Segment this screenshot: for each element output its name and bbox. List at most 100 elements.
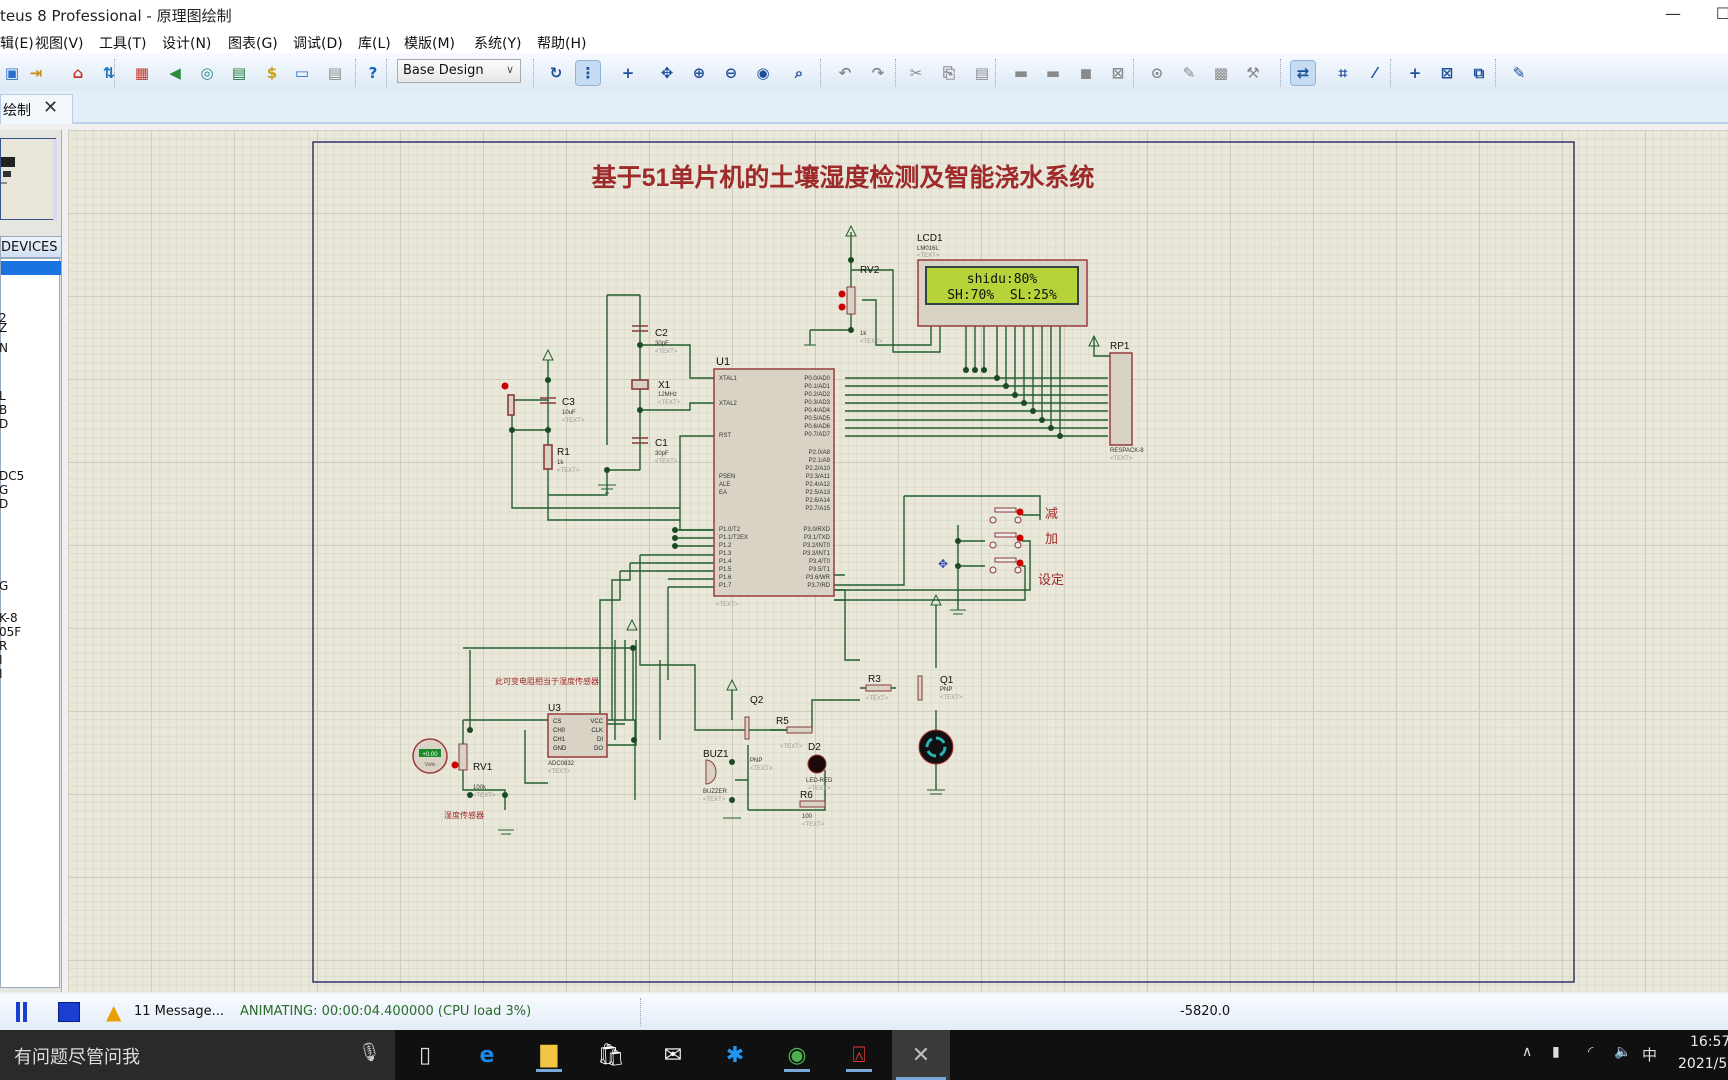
tray-chevron-icon[interactable]: ∧ (1522, 1044, 1533, 1060)
q1-transistor (917, 675, 923, 701)
pinned-app-icon[interactable]: ✱ (725, 1042, 745, 1068)
device-list-item[interactable]: Z (0, 321, 8, 335)
buz1-text-tag: <TEXT> (703, 797, 726, 803)
bom-icon[interactable]: $ (266, 64, 278, 82)
device-list-item[interactable]: L (0, 389, 6, 403)
microphone-icon[interactable]: 🎙 (358, 1042, 381, 1063)
device-list-item[interactable]: D (0, 417, 9, 431)
device-list-item[interactable]: 2 (0, 311, 7, 325)
sheet-border (312, 141, 1575, 983)
clock-date[interactable]: 2021/5 (1678, 1056, 1728, 1072)
menu-tools[interactable]: 工具(T) (99, 36, 147, 52)
cut-icon[interactable]: ✂ (909, 64, 923, 82)
power-terminals (542, 224, 1100, 691)
block-copy-icon[interactable]: ▬ (1013, 64, 1029, 82)
zoom-all-icon[interactable]: ◉ (756, 64, 770, 82)
device-list-item[interactable]: G (0, 579, 9, 593)
edge-browser-icon[interactable]: e (479, 1042, 495, 1068)
device-list-item[interactable]: 05F (0, 625, 22, 639)
package-icon[interactable]: ▩ (1213, 64, 1229, 82)
new-sheet-icon[interactable]: + (1408, 64, 1422, 82)
minimize-button[interactable]: — (1665, 4, 1681, 23)
clock-time[interactable]: 16:57 (1690, 1034, 1728, 1050)
block-delete-icon[interactable]: ⊠ (1111, 64, 1125, 82)
menu-system[interactable]: 系统(Y) (474, 36, 522, 52)
mail-icon[interactable]: ✉ (663, 1042, 683, 1068)
r1-text-tag: <TEXT> (557, 468, 580, 474)
save-icon[interactable]: ▣ (4, 64, 20, 82)
help-icon[interactable]: ? (368, 64, 378, 82)
document-icon[interactable]: ▤ (327, 64, 343, 82)
file-explorer-icon[interactable]: ▇ (532, 1038, 566, 1072)
store-icon[interactable]: 🛍 (597, 1042, 625, 1068)
pick-device-icon[interactable]: ⊙ (1150, 64, 1164, 82)
block-move-icon[interactable]: ▬ (1045, 64, 1061, 82)
proteus-taskbar-icon[interactable]: ✕ (892, 1030, 950, 1080)
menu-edit[interactable]: 辑(E) (0, 36, 34, 52)
chip-icon[interactable]: ▦ (134, 64, 150, 82)
home-icon[interactable]: ⌂ (72, 64, 84, 82)
origin-icon[interactable]: + (621, 64, 635, 82)
decompose-icon[interactable]: ⚒ (1246, 64, 1260, 82)
zoom-in-icon[interactable]: ⊕ (692, 64, 706, 82)
taskbar-search[interactable]: 有问题尽管问我 🎙 (0, 1030, 395, 1080)
design-select[interactable]: Base Design ∨ (397, 59, 521, 83)
wire-autoroute-icon[interactable]: ⇄ (1290, 60, 1316, 86)
zoom-out-icon[interactable]: ⊖ (724, 64, 738, 82)
refresh-icon[interactable]: ↻ (549, 64, 563, 82)
pause-button[interactable] (16, 1002, 20, 1022)
close-tab-icon[interactable]: ✕ (43, 97, 59, 118)
device-list-item[interactable]: DC5 (0, 469, 25, 483)
menu-help[interactable]: 帮助(H) (537, 36, 587, 52)
make-device-icon[interactable]: ✎ (1182, 64, 1196, 82)
wifi-icon[interactable]: ◜ (1588, 1044, 1594, 1060)
messages-count[interactable]: 11 Message... (134, 1004, 225, 1019)
device-list-item[interactable]: D (0, 497, 9, 511)
maximize-button[interactable]: ☐ (1715, 4, 1728, 23)
menu-design[interactable]: 设计(N) (162, 36, 212, 52)
zoom-area-icon[interactable]: ⌕ (794, 64, 804, 82)
device-list-item[interactable]: I (0, 667, 3, 681)
menu-view[interactable]: 视图(V) (35, 36, 84, 52)
pdf-reader-icon[interactable]: ⍓ (842, 1038, 876, 1072)
schematic-canvas[interactable]: 基于51单片机的土壤湿度检测及智能浇水系统 shidu:80% SH:70% S… (68, 130, 1728, 992)
device-list-item[interactable]: R (0, 639, 8, 653)
menu-graph[interactable]: 图表(G) (228, 36, 278, 52)
menu-template[interactable]: 模版(M) (404, 36, 456, 52)
device-list-item[interactable]: G (0, 483, 9, 497)
copy-icon[interactable]: ⎘ (942, 64, 955, 82)
report-icon[interactable]: ✎ (1512, 64, 1526, 82)
stop-button[interactable] (58, 1002, 80, 1022)
exit-icon[interactable]: ⇥ (29, 64, 43, 82)
overview-window[interactable] (0, 138, 57, 221)
block-rotate-icon[interactable]: ◼ (1079, 64, 1093, 82)
pcb-icon[interactable]: ▤ (231, 64, 247, 82)
inspect-icon[interactable]: ◎ (200, 64, 214, 82)
remove-sheet-icon[interactable]: ⊠ (1440, 64, 1454, 82)
device-list-selected-row[interactable] (1, 261, 61, 275)
search-tag-icon[interactable]: ⌗ (1338, 64, 1348, 82)
redo-icon[interactable]: ↷ (871, 64, 885, 82)
binary-icon[interactable]: ▭ (294, 64, 310, 82)
menu-library[interactable]: 库(L) (358, 36, 391, 52)
ime-indicator[interactable]: 中 (1642, 1046, 1658, 1064)
undo-icon[interactable]: ↶ (838, 64, 852, 82)
menu-debug[interactable]: 调试(D) (293, 36, 343, 52)
component-icon[interactable]: ⇅ (102, 64, 116, 82)
grid-icon[interactable]: ⋮ (575, 60, 601, 86)
tab-schematic[interactable]: 绘制 ✕ (0, 94, 73, 124)
device-list-item[interactable]: B (0, 403, 8, 417)
chrome-icon[interactable]: ◉ (780, 1038, 814, 1072)
device-list-item[interactable]: N (0, 341, 8, 355)
battery-icon[interactable]: ▮ (1552, 1044, 1560, 1060)
back-icon[interactable]: ◀ (169, 64, 181, 82)
exit-to-parent-icon[interactable]: ⧉ (1473, 64, 1485, 82)
pan-icon[interactable]: ✥ (660, 64, 674, 82)
task-view-icon[interactable]: ▯ (418, 1042, 432, 1068)
paste-icon[interactable]: ▤ (974, 64, 990, 82)
volume-icon[interactable]: 🔈 (1614, 1044, 1632, 1060)
property-tool-icon[interactable]: ⁄ (1373, 64, 1377, 82)
device-list-item[interactable]: I (0, 653, 3, 667)
device-list-item[interactable]: K-8 (0, 611, 18, 625)
